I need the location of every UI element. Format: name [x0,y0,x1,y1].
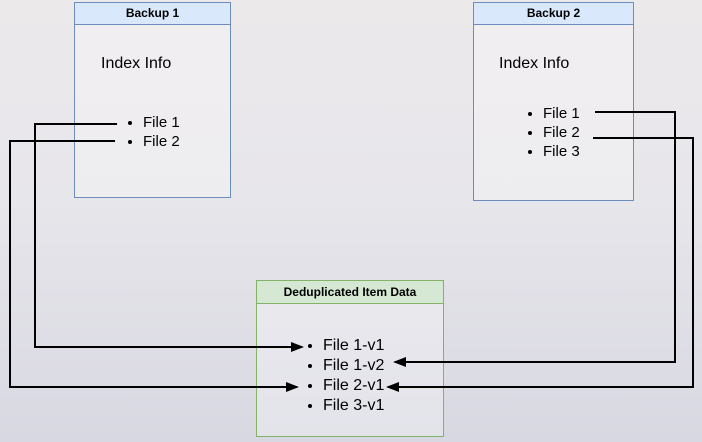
backup2-file-3: File 3 [543,142,580,161]
dedup-item-file1-v2: File 1-v2 [323,356,384,376]
dedup-box: Deduplicated Item Data File 1-v1 File 1-… [256,280,444,437]
backup1-index-info-label: Index Info [101,55,172,72]
backup1-box: Backup 1 Index Info File 1 File 2 [74,2,231,198]
backup2-title: Backup 2 [526,6,581,20]
backup2-file-1: File 1 [543,104,580,123]
backup2-box: Backup 2 Index Info File 1 File 2 File 3 [473,2,634,201]
backup2-header: Backup 2 [474,3,633,25]
backup1-file-2: File 2 [143,132,180,151]
backup1-title: Backup 1 [125,6,180,20]
backup1-file-list: File 1 File 2 [125,113,180,151]
backup2-file-2: File 2 [543,123,580,142]
backup1-header: Backup 1 [75,3,230,25]
dedup-item-list: File 1-v1 File 1-v2 File 2-v1 File 3-v1 [305,336,384,416]
dedup-item-file3-v1: File 3-v1 [323,396,384,416]
backup2-file-list: File 1 File 2 File 3 [525,104,580,161]
backup1-file-1: File 1 [143,113,180,132]
backup2-index-info-label: Index Info [499,55,570,72]
dedup-item-file1-v1: File 1-v1 [323,336,384,356]
dedup-header: Deduplicated Item Data [257,281,443,304]
dedup-item-file2-v1: File 2-v1 [323,376,384,396]
dedup-title: Deduplicated Item Data [283,285,417,299]
